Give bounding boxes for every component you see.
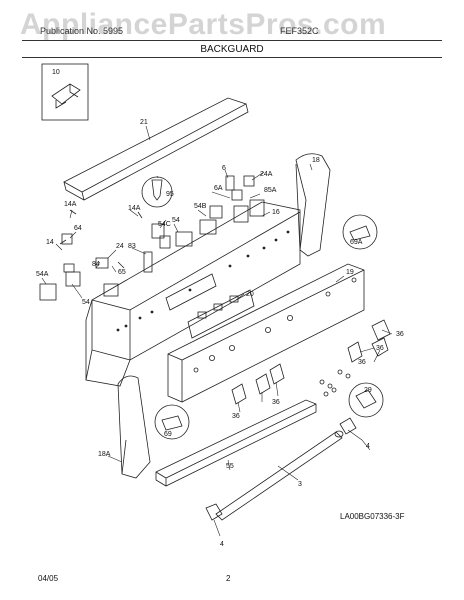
callout-54A: 54A [36, 271, 49, 278]
callout-18A: 18A [98, 451, 111, 458]
callout-4-bottom: 4 [220, 541, 224, 548]
callout-29: 29 [364, 387, 372, 394]
part-18-end-cap [295, 153, 331, 257]
callout-24: 24 [116, 243, 124, 250]
panel-holes [193, 277, 357, 373]
callout-54C: 54C [158, 221, 171, 228]
callout-6: 6 [222, 165, 226, 172]
part-29-detail [319, 369, 384, 418]
part-69A-detail [342, 214, 378, 250]
callout-3: 3 [298, 481, 302, 488]
callout-69A: 69A [350, 239, 363, 246]
callout-21: 21 [140, 119, 148, 126]
footer-page-number: 2 [226, 574, 231, 583]
callout-36-a: 36 [396, 331, 404, 338]
section-title: BACKGUARD [200, 44, 264, 55]
callout-24A: 24A [260, 171, 273, 178]
publication-label: Publication No. 5995 [40, 26, 124, 36]
frame-components [103, 199, 265, 297]
callout-19: 19 [346, 269, 354, 276]
part-95-detail [141, 176, 173, 208]
part-69-detail [154, 404, 190, 440]
callout-65: 65 [118, 269, 126, 276]
part-55-trim [155, 399, 317, 487]
top-right-small-parts [137, 175, 255, 219]
callout-4-right: 4 [366, 443, 370, 450]
callout-36-c: 36 [358, 359, 366, 366]
header-rule-top [22, 40, 442, 41]
footer-date: 04/05 [38, 574, 59, 583]
left-small-parts [39, 209, 125, 301]
callout-85A: 85A [264, 187, 277, 194]
callout-55: 55 [226, 463, 234, 470]
callout-6A: 6A [214, 185, 223, 192]
callout-18: 18 [312, 157, 320, 164]
inset-part-10 [41, 63, 89, 121]
watermark-text: AppliancePartsPros.com [20, 8, 387, 41]
part-4-brackets [205, 417, 357, 521]
callout-54B: 54B [194, 203, 207, 210]
callout-20: 20 [246, 291, 254, 298]
knobs-36 [231, 319, 391, 405]
part-18A-end-cap [117, 375, 151, 479]
figure-code: LA00BG07336-3F [340, 512, 405, 521]
callout-16: 16 [272, 209, 280, 216]
part-19-control-panel [167, 263, 365, 403]
callout-54-left: 54 [82, 299, 90, 306]
part-20-display [165, 273, 255, 339]
callout-83: 83 [128, 243, 136, 250]
callout-36-e: 36 [272, 399, 280, 406]
callout-14A-left: 14A [64, 201, 77, 208]
callout-95: 95 [166, 191, 174, 198]
part-21-top-trim [63, 97, 249, 201]
frame-holes [116, 230, 290, 332]
callout-54-top: 54 [172, 217, 180, 224]
callout-14A-center: 14A [128, 205, 141, 212]
callout-10: 10 [52, 69, 60, 76]
callout-84: 84 [92, 261, 100, 268]
part-3-rod [215, 430, 344, 521]
callout-36-d: 36 [232, 413, 240, 420]
callout-64: 64 [74, 225, 82, 232]
model-label: FEF352C [280, 26, 319, 36]
callout-36-b: 36 [376, 345, 384, 352]
backguard-frame [85, 201, 301, 387]
header-rule-bottom [22, 57, 442, 58]
leader-lines [41, 125, 393, 537]
callout-69: 69 [164, 431, 172, 438]
callout-14: 14 [46, 239, 54, 246]
